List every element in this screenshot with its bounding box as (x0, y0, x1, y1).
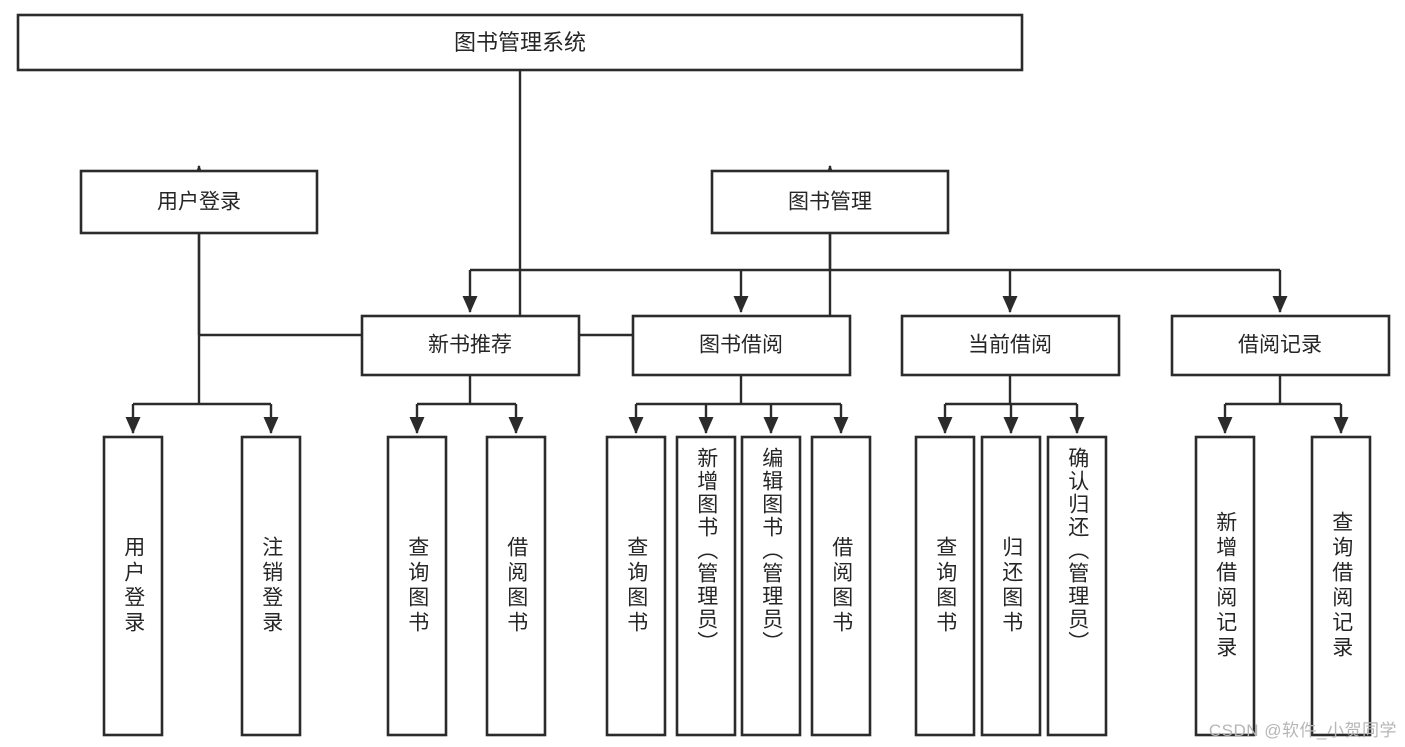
node-book-manage-box[interactable] (710, 169, 950, 235)
node-book-borrow-label: 图书借阅 (699, 334, 783, 357)
leaf-box-query-book-2[interactable] (605, 435, 667, 737)
node-borrow-record[interactable]: 借阅记录 (1170, 314, 1391, 377)
node-new-book-rec-label: 新书推荐 (428, 334, 512, 357)
leaf-box-edit-book[interactable] (740, 435, 802, 737)
leaf-box-add-record[interactable] (1194, 435, 1256, 737)
leaf-box-return-book[interactable] (980, 435, 1042, 737)
leaf-box-logout[interactable] (240, 435, 302, 737)
node-current-borrow-label: 当前借阅 (968, 334, 1052, 357)
connector-group-user-login (125, 233, 279, 435)
node-book-manage-label: 图书管理 (788, 191, 872, 214)
node-root-label: 图书管理系统 (454, 30, 586, 55)
node-new-book-rec-box[interactable] (360, 314, 581, 377)
node-user-login[interactable]: 用户登录 (79, 169, 319, 235)
node-book-borrow[interactable]: 图书借阅 (631, 314, 852, 377)
node-new-book-rec[interactable]: 新书推荐 (360, 314, 581, 377)
leaf-box-confirm-return[interactable] (1046, 435, 1108, 737)
node-borrow-record-box[interactable] (1170, 314, 1391, 377)
node-root-box[interactable] (16, 13, 1024, 72)
node-current-borrow[interactable]: 当前借阅 (900, 314, 1121, 377)
connector-group-borrow-record (1217, 375, 1349, 435)
node-user-login-box[interactable] (79, 169, 319, 235)
leaf-box-borrow-book-2[interactable] (810, 435, 872, 737)
leaf-box-user-login[interactable] (102, 435, 164, 737)
node-book-borrow-box[interactable] (631, 314, 852, 377)
leaf-box-query-record[interactable] (1310, 435, 1372, 737)
connector-group-current-borrow (937, 375, 1085, 435)
leaf-box-query-book-3[interactable] (914, 435, 976, 737)
csdn-watermark: CSDN @软件_小贺同学 (1208, 721, 1397, 740)
leaf-box-borrow-book-1[interactable] (485, 435, 547, 737)
leaf-box-add-book[interactable] (675, 435, 737, 737)
node-borrow-record-label: 借阅记录 (1238, 334, 1322, 357)
node-user-login-label: 用户登录 (157, 191, 241, 214)
connector-group-book-manage (462, 233, 1288, 314)
node-current-borrow-box[interactable] (900, 314, 1121, 377)
node-book-manage[interactable]: 图书管理 (710, 169, 950, 235)
connector-group-book-borrow (628, 375, 849, 435)
node-root[interactable]: 图书管理系统 (16, 13, 1024, 72)
leaf-box-query-book-1[interactable] (386, 435, 448, 737)
connector-group-new-book-rec (409, 375, 524, 435)
